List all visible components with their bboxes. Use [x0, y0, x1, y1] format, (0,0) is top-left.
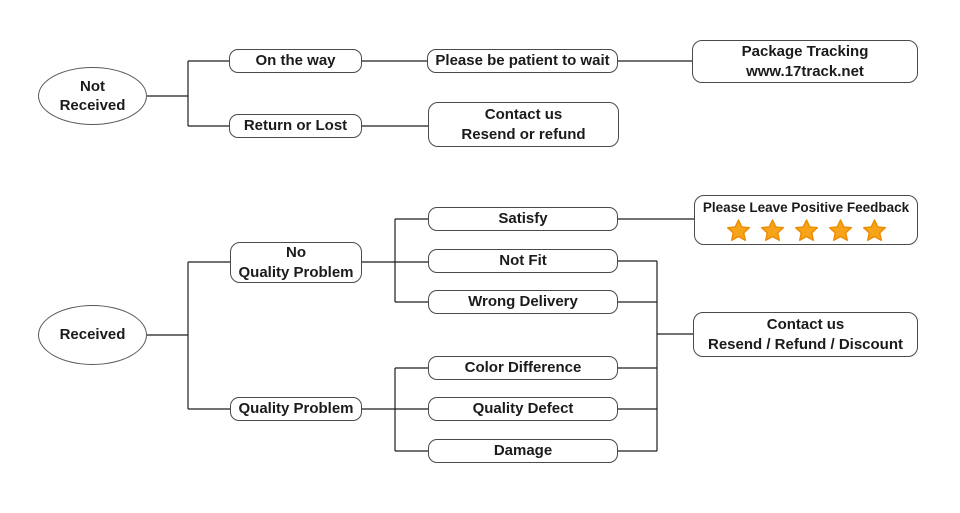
node-return-or-lost: Return or Lost [229, 114, 362, 138]
star-icon [726, 219, 750, 241]
node-no-quality-problem: No Quality Problem [230, 242, 362, 283]
node-label: Resend / Refund / Discount [707, 335, 903, 353]
node-label: Wrong Delivery [468, 293, 578, 311]
node-label: Not [80, 77, 105, 95]
node-label: Please be patient to wait [435, 52, 610, 70]
node-not-received: Not Received [38, 67, 147, 125]
node-label: Damage [493, 442, 553, 460]
node-label: Resend or refund [461, 125, 586, 143]
node-label: Quality Defect [472, 400, 574, 418]
node-color-difference: Color Difference [428, 356, 618, 380]
node-label: Quality Problem [238, 400, 354, 418]
node-label: Received [59, 326, 126, 344]
node-label: Quality Problem [238, 263, 354, 281]
node-label: Please Leave Positive Feedback [702, 200, 910, 215]
node-label: No [286, 243, 306, 261]
node-please-be-patient: Please be patient to wait [427, 49, 618, 73]
node-contact-resend-refund-discount: Contact us Resend / Refund / Discount [693, 312, 918, 357]
node-received: Received [38, 305, 147, 365]
node-quality-defect: Quality Defect [428, 397, 618, 421]
node-label: Package Tracking [741, 42, 869, 60]
node-positive-feedback: Please Leave Positive Feedback [694, 195, 918, 245]
node-not-fit: Not Fit [428, 249, 618, 273]
node-damage: Damage [428, 439, 618, 463]
star-icon [794, 219, 818, 241]
node-on-the-way: On the way [229, 49, 362, 73]
node-contact-resend-refund: Contact us Resend or refund [428, 102, 619, 147]
node-label: On the way [255, 52, 336, 70]
node-satisfy: Satisfy [428, 207, 618, 231]
node-package-tracking: Package Tracking www.17track.net [692, 40, 918, 83]
node-label: Return or Lost [243, 117, 348, 135]
star-rating [725, 218, 888, 243]
node-label: Satisfy [498, 210, 548, 228]
node-quality-problem: Quality Problem [230, 397, 362, 421]
star-icon [828, 219, 852, 241]
node-label: Color Difference [464, 359, 582, 377]
node-label: Contact us [484, 105, 563, 123]
node-label: Not Fit [499, 252, 547, 270]
node-wrong-delivery: Wrong Delivery [428, 290, 618, 314]
star-icon [760, 219, 784, 241]
node-label: Contact us [766, 315, 845, 333]
node-label: Received [59, 97, 126, 114]
tracking-url: www.17track.net [746, 62, 864, 80]
star-icon [862, 219, 886, 241]
